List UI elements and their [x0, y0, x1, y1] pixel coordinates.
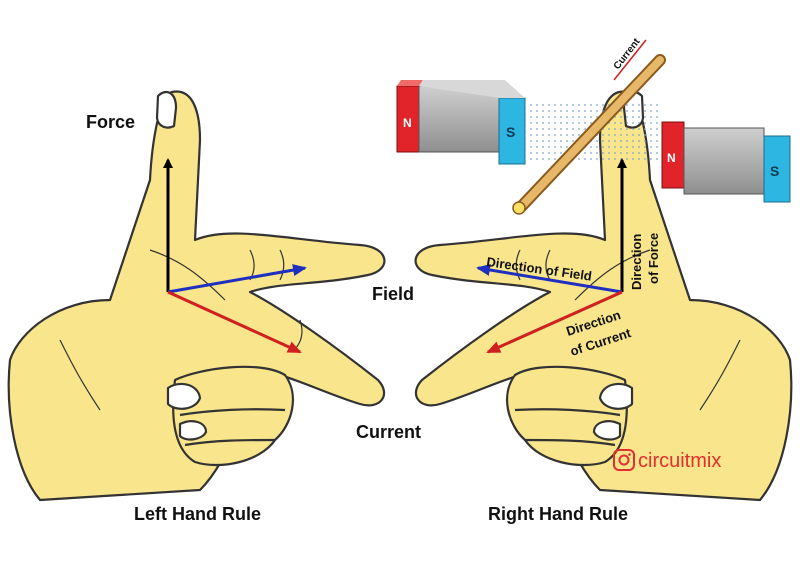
- left-fingernail: [166, 382, 202, 410]
- left-field-label: Field: [372, 284, 414, 304]
- right-current-arrow: [486, 290, 623, 354]
- left-curled-fingers: [172, 365, 294, 467]
- left-hand: [7, 90, 386, 502]
- right-magnet: N S: [661, 121, 791, 203]
- left-current-label: Current: [356, 422, 421, 442]
- right-direction-of-force-2: of Force: [646, 233, 661, 284]
- right-curled-fingers: [506, 365, 628, 467]
- instagram-icon: [613, 449, 635, 471]
- left-caption: Left Hand Rule: [134, 504, 261, 524]
- right-caption: Right Hand Rule: [488, 504, 628, 524]
- conductor-current-label: Current: [612, 36, 643, 72]
- right-direction-of-force-1: Direction: [629, 234, 644, 290]
- right-fingernail: [598, 382, 634, 410]
- right-field-arrow: [476, 264, 623, 294]
- left-field-arrow: [167, 264, 307, 294]
- conductor-current-underline: [613, 39, 647, 81]
- left-magnet-south: S: [506, 124, 515, 140]
- left-magnet: N S: [396, 80, 526, 165]
- watermark: circuitmix: [613, 449, 721, 472]
- right-magnet-south: S: [770, 163, 779, 179]
- conductor-rod: [512, 54, 666, 215]
- left-thumbnail: [155, 90, 178, 129]
- right-magnet-north: N: [667, 151, 676, 165]
- left-magnet-north: N: [403, 116, 412, 130]
- left-current-arrow: [167, 290, 302, 354]
- left-force-label: Force: [86, 112, 135, 132]
- watermark-handle: circuitmix: [638, 450, 721, 472]
